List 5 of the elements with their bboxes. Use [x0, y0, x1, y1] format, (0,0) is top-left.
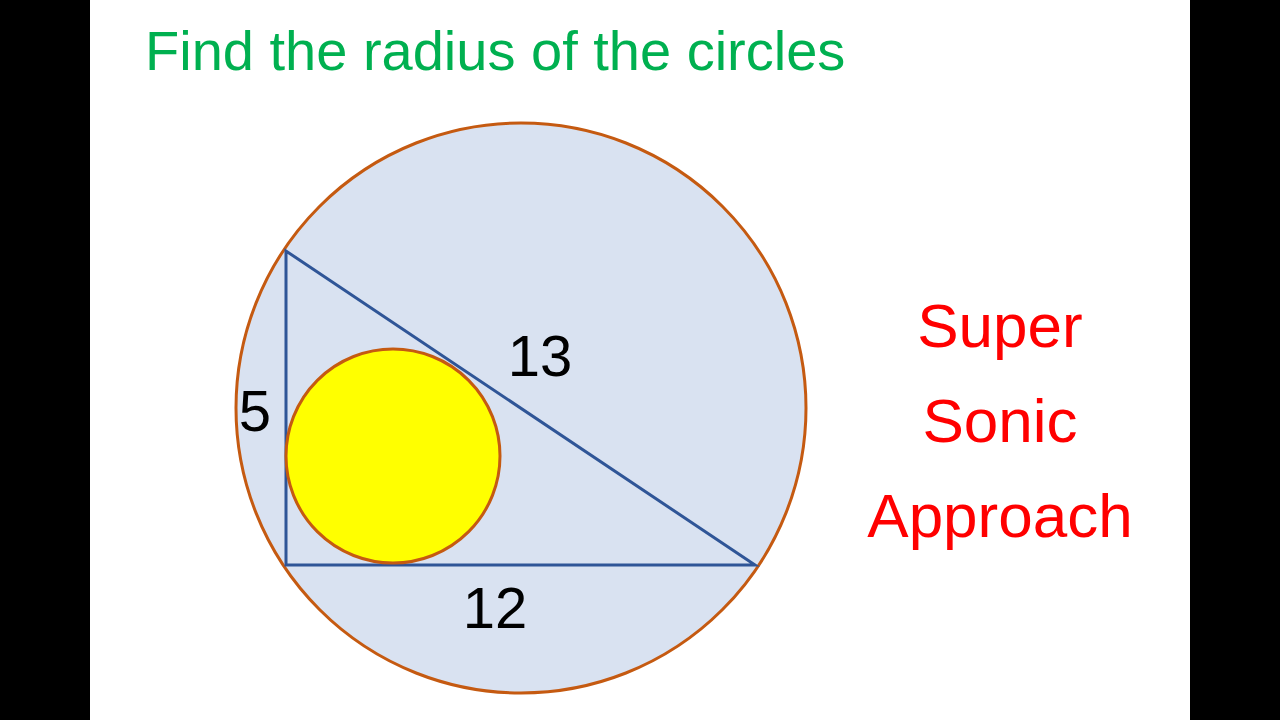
side-length-label: 13: [507, 321, 573, 389]
side-length-label: 12: [462, 573, 528, 641]
title: Find the radius of the circles: [145, 18, 846, 83]
side-length-label: 5: [238, 376, 272, 444]
method-note: Super Sonic Approach: [866, 289, 1134, 552]
